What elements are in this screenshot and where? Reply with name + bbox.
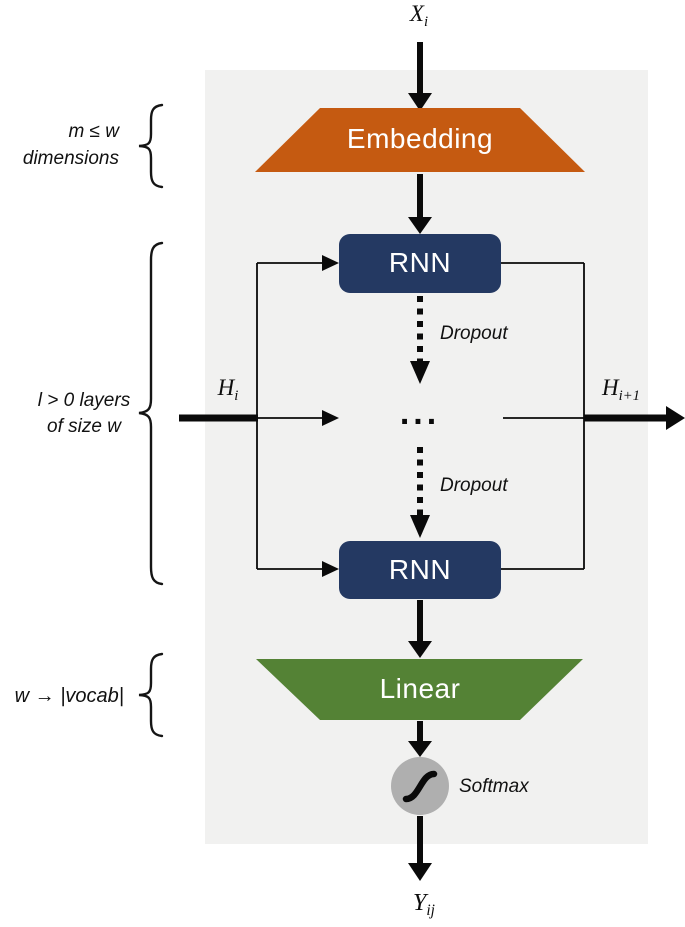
embedding-trapezoid	[255, 108, 585, 172]
embedding-note-line2: dimensions	[22, 148, 119, 169]
embedding-note-brace	[138, 103, 164, 189]
bottom-left-feed-arrowhead	[322, 561, 339, 577]
hidden-input-arrowhead	[322, 410, 339, 426]
background-panel	[205, 70, 648, 844]
embedding-to-rnn-arrowhead	[408, 217, 432, 234]
linear-vocab-note: w → |vocab|	[14, 685, 124, 707]
top-left-feed-arrowhead	[322, 255, 339, 271]
dropout-top-arrowhead	[410, 361, 430, 384]
softmax-label: Softmax	[459, 776, 529, 797]
output-arrowhead	[408, 863, 432, 881]
rnn-top-box	[339, 234, 501, 293]
linear-trapezoid	[256, 659, 583, 720]
linear-block-label: Linear	[379, 673, 461, 704]
linear-to-softmax-arrowhead	[408, 741, 432, 757]
rnn-to-linear-arrowhead	[408, 641, 432, 658]
linear-note-brace	[138, 652, 164, 738]
hidden-in-sub: i	[234, 388, 239, 404]
input-label-base: X	[409, 1, 424, 26]
hidden-out-label: Hi+1	[602, 375, 640, 405]
layers-note-brace	[138, 241, 164, 586]
output-label-base: Y	[413, 890, 427, 916]
input-label-sub: i	[423, 14, 429, 30]
dropout-bottom-arrowhead	[410, 515, 430, 538]
input-label: Xi	[410, 1, 428, 31]
input-arrowhead	[408, 93, 432, 111]
hidden-in-label: Hi	[218, 375, 239, 405]
output-label-sub: ij	[426, 902, 435, 919]
hidden-out-sub: i+1	[618, 388, 641, 404]
output-label: Yij	[413, 890, 435, 920]
rnn-top-label: RNN	[388, 247, 452, 278]
layers-note: l > 0 layers of size w	[24, 388, 144, 440]
hidden-output-arrowhead	[666, 406, 685, 430]
embedding-dimensions-note: m ≤ w dimensions	[0, 118, 119, 172]
layers-note-line2: of size w	[47, 416, 121, 437]
hidden-out-base: H	[601, 375, 619, 400]
rnn-bottom-label: RNN	[388, 554, 452, 585]
sigmoid-curve-icon	[402, 770, 438, 803]
rnn-bottom-box	[339, 541, 501, 599]
hidden-in-base: H	[217, 375, 235, 400]
layers-note-line1: l > 0 layers	[37, 390, 131, 411]
hidden-layers-ellipsis: ...	[400, 394, 440, 432]
embedding-note-line1: m ≤ w	[68, 121, 119, 142]
embedding-block-label: Embedding	[346, 123, 494, 154]
dropout-top-label: Dropout	[440, 323, 508, 344]
dropout-bottom-label: Dropout	[440, 475, 508, 496]
